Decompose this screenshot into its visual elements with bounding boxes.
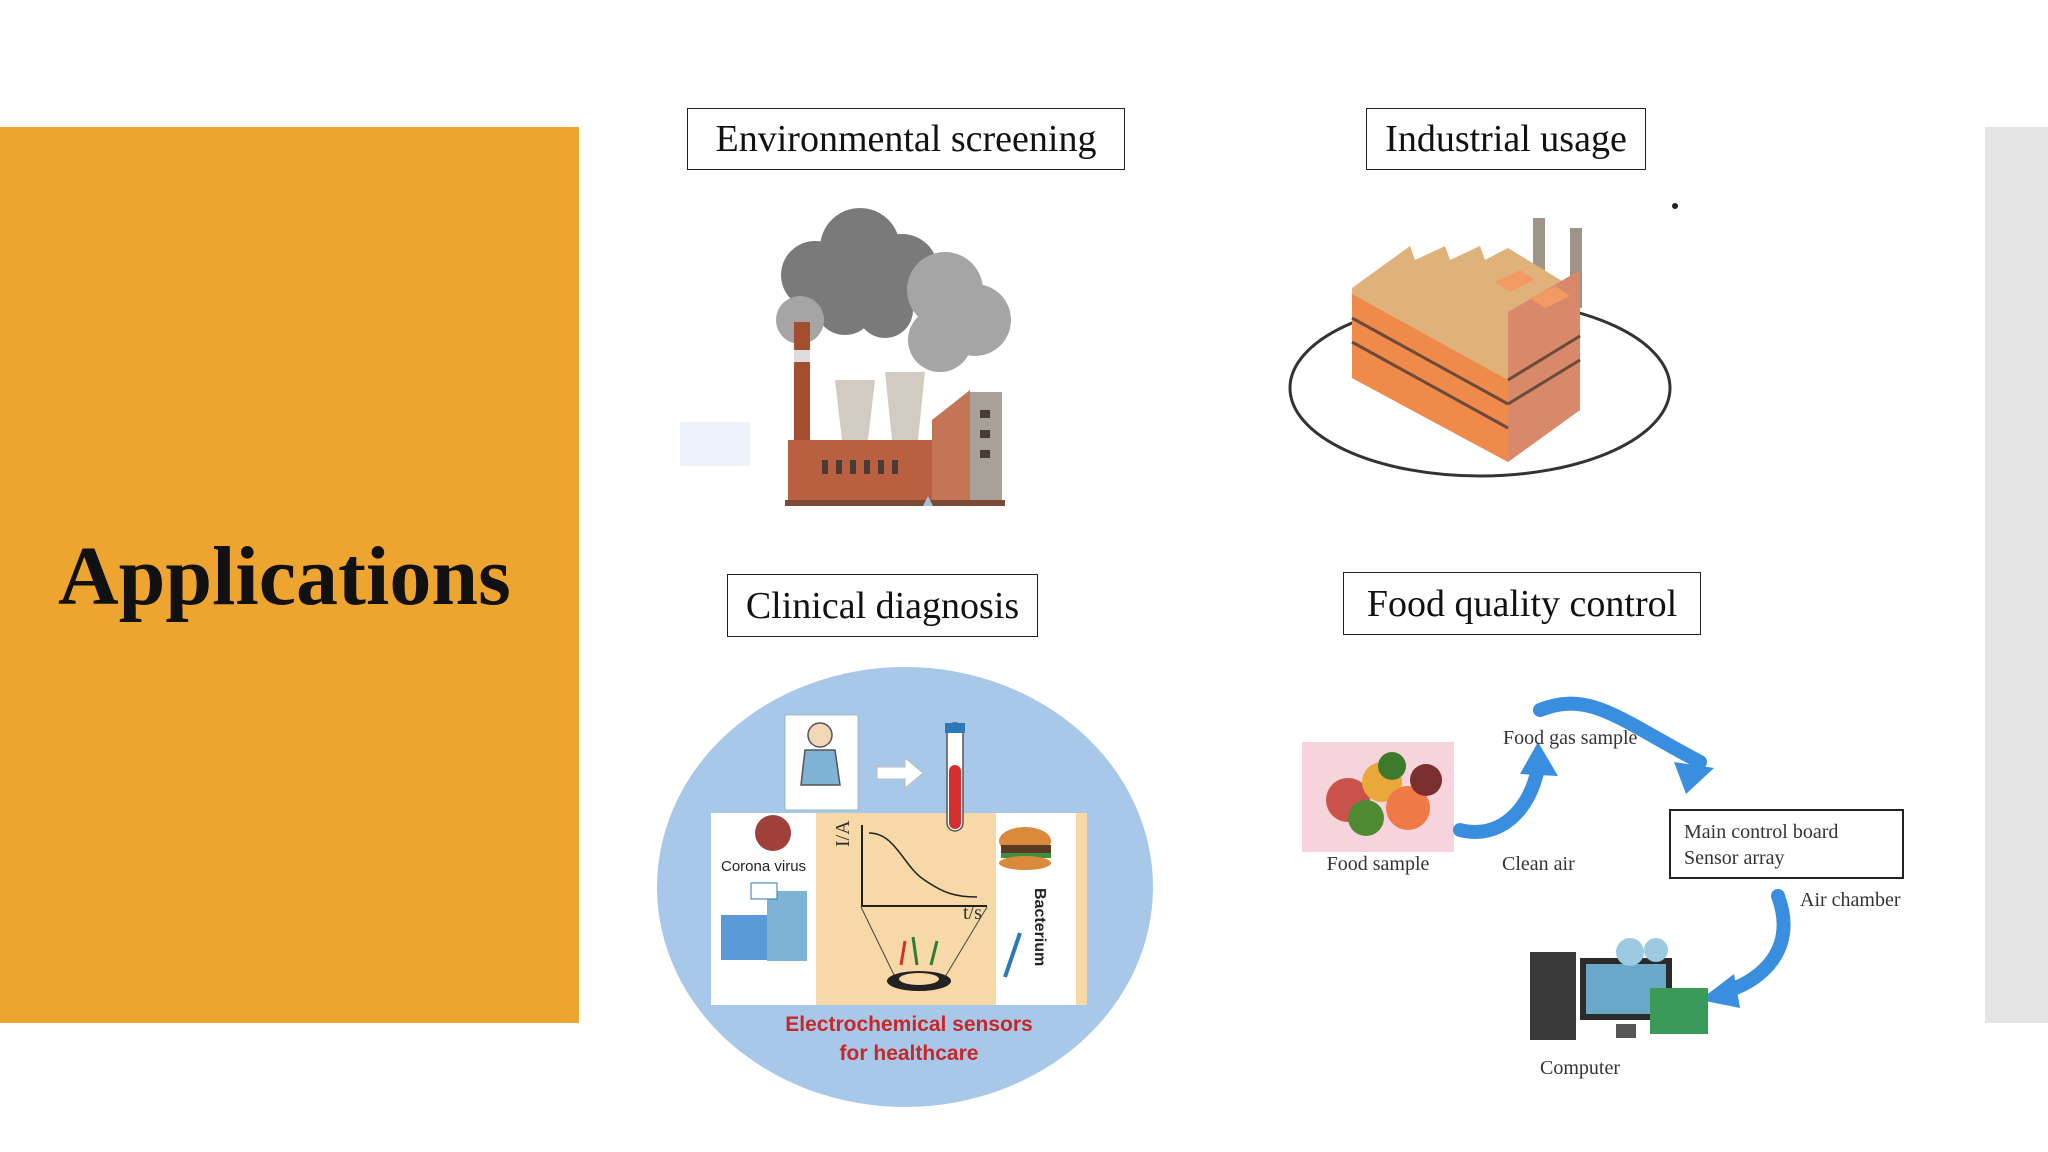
label-clinical-diagnosis: Clinical diagnosis — [727, 574, 1038, 637]
label-food-quality-control: Food quality control — [1343, 572, 1701, 635]
bacterium-text: Bacterium — [1031, 888, 1048, 966]
board-line1-text: Main control board — [1684, 821, 1838, 843]
side-bar — [1985, 127, 2048, 1023]
corona-virus-text: Corona virus — [721, 858, 806, 875]
axis-x-label: t/s — [963, 902, 982, 924]
label-environmental-screening: Environmental screening — [687, 108, 1125, 170]
factory-building-icon — [1288, 203, 1678, 478]
sensor-caption-line1: Electrochemical sensors — [785, 1013, 1032, 1036]
title-panel — [0, 127, 579, 1023]
computer-text: Computer — [1540, 1057, 1620, 1079]
slide-title: Applications — [58, 530, 511, 623]
axis-y-label: I/A — [832, 820, 854, 847]
food-sample-text: Food sample — [1327, 853, 1430, 875]
board-line2-text: Sensor array — [1684, 847, 1785, 869]
clean-air-text: Clean air — [1502, 853, 1575, 875]
sensor-caption-line2: for healthcare — [840, 1042, 979, 1065]
food-gas-sample-text: Food gas sample — [1503, 727, 1638, 749]
air-chamber-text: Air chamber — [1800, 889, 1901, 911]
electrochemical-sensor-diagram: Corona virus I/A t/s Bacterium Electroch… — [657, 667, 1153, 1107]
food-sensing-flow-diagram: Food sample Clean air Food gas sample Ma… — [1302, 696, 1904, 1079]
label-industrial-usage: Industrial usage — [1366, 108, 1646, 170]
polluting-factory-icon — [680, 208, 1011, 506]
